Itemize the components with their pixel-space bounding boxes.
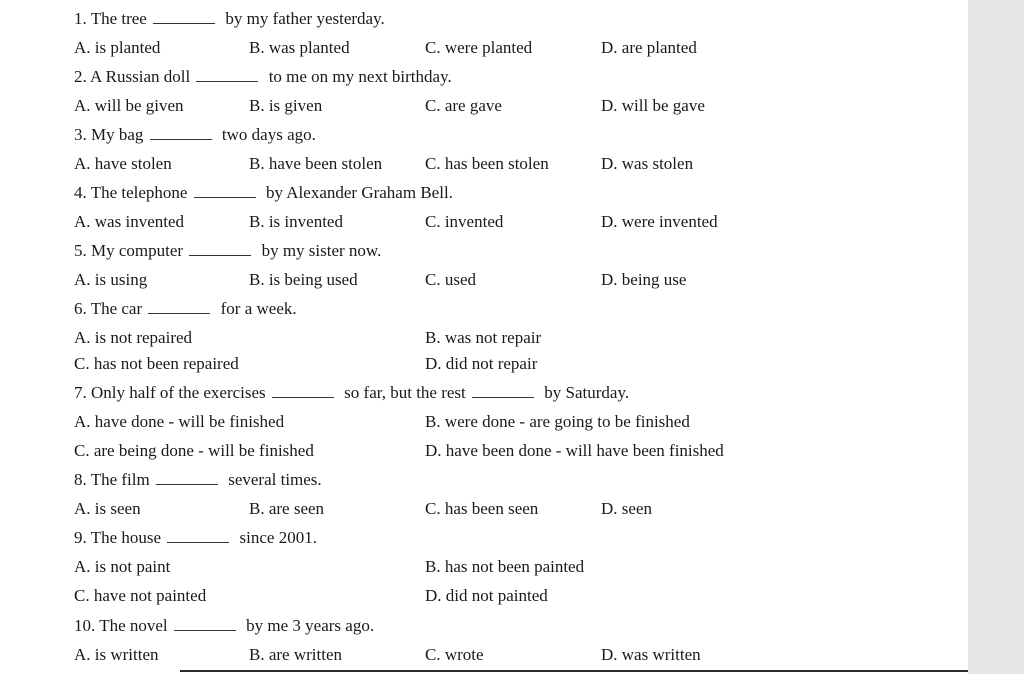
question-6-options-row-2: C. has not been repaired D. did not repa… [0,349,968,378]
option-d[interactable]: D. will be gave [601,96,705,115]
option-c[interactable]: C. used [425,270,476,289]
option-b[interactable]: B. are seen [249,499,325,518]
question-8: 8. The film several times. [74,465,1024,494]
option-b[interactable]: B. is invented [249,212,343,231]
question-4-stem-start: 4. The telephone [74,183,188,202]
question-7: 7. Only half of the exercises so far, bu… [74,378,1024,407]
option-d[interactable]: D. did not repair [425,354,538,373]
option-c[interactable]: C. are being done - will be finished [74,441,314,460]
question-7-stem-end: by Saturday. [544,383,630,402]
question-6: 6. The car for a week. [74,294,1024,323]
option-a[interactable]: A. have done - will be finished [74,412,285,431]
option-a[interactable]: A. was invented [74,212,185,231]
question-2-blank [196,65,259,82]
option-d[interactable]: D. was stolen [601,154,694,173]
question-1-stem-start: 1. The tree [74,9,147,28]
option-b[interactable]: B. were done - are going to be finished [425,412,690,431]
worksheet-page: 1. The tree by my father yesterday. A. i… [0,9,968,669]
question-3-options: A. have stolen B. have been stolen C. ha… [0,149,968,178]
question-7-stem-middle: so far, but the rest [344,383,466,402]
question-3-stem-start: 3. My bag [74,125,144,144]
question-4: 4. The telephone by Alexander Graham Bel… [74,178,1024,207]
question-9-options-row-2: C. have not painted D. did not painted [0,581,968,610]
question-7-blank-1 [271,381,334,398]
question-5-options: A. is using B. is being used C. used D. … [0,265,968,294]
option-b[interactable]: B. has not been painted [425,557,585,576]
option-c[interactable]: C. has been seen [425,499,539,518]
question-5-stem-end: by my sister now. [261,241,382,260]
option-a[interactable]: A. is not paint [74,557,171,576]
option-b[interactable]: B. is being used [249,270,358,289]
option-b[interactable]: B. is given [249,96,323,115]
option-d[interactable]: D. were invented [601,212,718,231]
option-c[interactable]: C. were planted [425,38,533,57]
question-10-options: A. is written B. are written C. wrote D.… [0,640,968,669]
question-7-options-row-2: C. are being done - will be finished D. … [0,436,968,465]
question-9: 9. The house since 2001. [74,523,1024,552]
question-7-blank-2 [472,381,535,398]
option-c[interactable]: C. have not painted [74,586,207,605]
option-d[interactable]: D. are planted [601,38,697,57]
option-c[interactable]: C. has not been repaired [74,354,239,373]
option-b[interactable]: B. was not repair [425,328,542,347]
question-5-stem-start: 5. My computer [74,241,184,260]
option-c[interactable]: C. invented [425,212,504,231]
viewer-side-margin [968,0,1024,674]
question-2-stem-start: 2. A Russian doll [74,67,191,86]
question-4-stem-end: by Alexander Graham Bell. [265,183,453,202]
option-b[interactable]: B. was planted [249,38,350,57]
question-1: 1. The tree by my father yesterday. [74,4,1024,33]
question-10-stem-end: by me 3 years ago. [246,616,375,635]
question-5: 5. My computer by my sister now. [74,236,1024,265]
question-1-options: A. is planted B. was planted C. were pla… [0,33,968,62]
question-10-stem-start: 10. The novel [74,616,168,635]
question-8-stem-end: several times. [228,470,322,489]
question-7-stem-start: 7. Only half of the exercises [74,383,266,402]
question-8-options: A. is seen B. are seen C. has been seen … [0,494,968,523]
question-3: 3. My bag two days ago. [74,120,1024,149]
option-d[interactable]: D. seen [601,499,652,518]
option-b[interactable]: B. have been stolen [249,154,383,173]
option-c[interactable]: C. has been stolen [425,154,549,173]
question-9-blank [167,526,230,543]
question-8-blank [155,468,218,485]
question-6-blank [148,297,211,314]
option-d[interactable]: D. did not painted [425,586,548,605]
option-c[interactable]: C. wrote [425,645,484,664]
option-a[interactable]: A. is using [74,270,148,289]
question-9-options-row-1: A. is not paint B. has not been painted [0,552,968,581]
question-9-stem-end: since 2001. [239,528,317,547]
question-1-blank [153,7,216,24]
question-9-stem-start: 9. The house [74,528,162,547]
option-a[interactable]: A. will be given [74,96,184,115]
question-6-options-row-1: A. is not repaired B. was not repair [0,323,968,352]
question-4-options: A. was invented B. is invented C. invent… [0,207,968,236]
option-d[interactable]: D. was written [601,645,701,664]
question-3-stem-end: two days ago. [221,125,316,144]
question-2: 2. A Russian doll to me on my next birth… [74,62,1024,91]
question-8-stem-start: 8. The film [74,470,150,489]
option-d[interactable]: D. being use [601,270,687,289]
question-6-stem-start: 6. The car [74,299,143,318]
page-bottom-divider [180,670,968,672]
question-2-options: A. will be given B. is given C. are gave… [0,91,968,120]
question-6-stem-end: for a week. [220,299,297,318]
option-c[interactable]: C. are gave [425,96,502,115]
question-5-blank [189,239,252,256]
option-a[interactable]: A. is written [74,645,159,664]
question-10: 10. The novel by me 3 years ago. [74,611,1024,640]
question-2-stem-end: to me on my next birthday. [268,67,452,86]
question-1-stem-end: by my father yesterday. [225,9,385,28]
option-b[interactable]: B. are written [249,645,342,664]
option-a[interactable]: A. is seen [74,499,141,518]
question-10-blank [173,614,236,631]
question-7-options-row-1: A. have done - will be finished B. were … [0,407,968,436]
option-d[interactable]: D. have been done - will have been finis… [425,441,724,460]
question-3-blank [149,123,212,140]
option-a[interactable]: A. have stolen [74,154,172,173]
option-a[interactable]: A. is not repaired [74,328,193,347]
question-4-blank [193,181,256,198]
option-a[interactable]: A. is planted [74,38,161,57]
